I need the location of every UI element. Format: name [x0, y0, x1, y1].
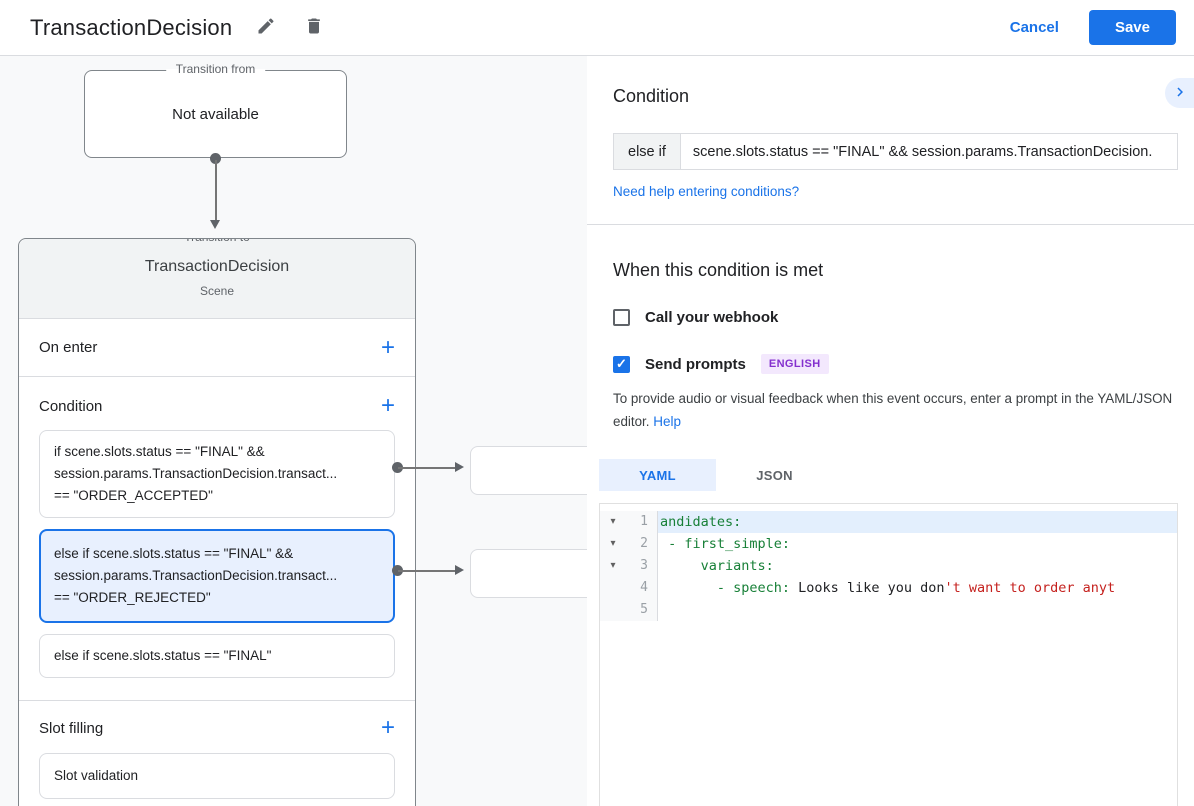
- condition-card-final[interactable]: else if scene.slots.status == "FINAL": [39, 634, 395, 678]
- code-line[interactable]: variants:: [660, 558, 774, 575]
- collapse-panel-button[interactable]: [1165, 78, 1194, 108]
- condition-line: else if scene.slots.status == "FINAL" &&: [54, 546, 294, 561]
- condition-card-rejected[interactable]: else if scene.slots.status == "FINAL" &&…: [39, 529, 395, 623]
- chevron-right-icon: [1171, 83, 1189, 104]
- fold-spacer: [600, 599, 626, 622]
- condition-section-label: Condition: [39, 397, 103, 415]
- code-line[interactable]: - first_simple:: [660, 536, 791, 553]
- webhook-row: Call your webhook: [613, 309, 1178, 326]
- call-webhook-label: Call your webhook: [645, 309, 779, 326]
- edit-title-button[interactable]: [252, 14, 280, 42]
- connector-dot: [392, 565, 403, 576]
- condition-help-link[interactable]: Need help entering conditions?: [613, 184, 800, 199]
- send-prompts-label: Send prompts: [645, 355, 746, 373]
- condition-card-accepted[interactable]: if scene.slots.status == "FINAL" && sess…: [39, 430, 395, 518]
- condition-line: == "ORDER_REJECTED": [54, 590, 211, 605]
- slot-filling-label: Slot filling: [39, 719, 104, 737]
- top-bar: TransactionDecision Cancel Save: [0, 0, 1194, 56]
- panel-title: Condition: [613, 86, 690, 106]
- fold-toggle[interactable]: ▾: [600, 555, 626, 578]
- fold-spacer: [600, 577, 626, 600]
- editor-format-tabs: YAML JSON: [599, 459, 1178, 492]
- transition-target-box[interactable]: [470, 446, 587, 495]
- when-condition-title: When this condition is met: [613, 260, 824, 280]
- prompts-description-text: To provide audio or visual feedback when…: [613, 391, 1173, 430]
- send-prompts-row: ✓ Send prompts ENGLISH: [613, 354, 1178, 374]
- add-on-enter-button[interactable]: +: [381, 335, 395, 359]
- condition-line: == "ORDER_ACCEPTED": [54, 488, 213, 503]
- scene-header: TransactionDecision Scene: [19, 239, 415, 319]
- line-number: 1: [626, 511, 658, 534]
- scene-diagram-panel: Transition from Not available Transition…: [0, 56, 587, 806]
- page-title: TransactionDecision: [30, 14, 233, 40]
- help-link[interactable]: Help: [653, 414, 681, 430]
- code-line[interactable]: andidates:: [658, 511, 1177, 534]
- scene-name: TransactionDecision: [144, 258, 290, 275]
- code-line[interactable]: [658, 599, 1177, 621]
- add-icon: +: [380, 392, 395, 419]
- editor-line: 4 - speech: Looks like you don't want to…: [600, 577, 1177, 600]
- fold-icon: ▾: [610, 516, 616, 528]
- checkmark-icon: ✓: [616, 356, 627, 371]
- code-line[interactable]: - speech: Looks like you don't want to o…: [660, 580, 1116, 597]
- condition-prefix-label: else if: [614, 134, 681, 169]
- add-icon: +: [380, 714, 395, 741]
- transition-to-box: Transition to TransactionDecision Scene …: [18, 238, 416, 806]
- save-button[interactable]: Save: [1088, 10, 1176, 45]
- fold-toggle[interactable]: ▾: [600, 511, 626, 534]
- tab-yaml[interactable]: YAML: [599, 459, 716, 492]
- tab-json[interactable]: JSON: [756, 467, 793, 483]
- call-webhook-checkbox[interactable]: [613, 309, 630, 326]
- connector-line: [398, 466, 456, 469]
- add-slot-button[interactable]: +: [381, 716, 395, 740]
- line-number: 3: [626, 555, 658, 578]
- panel-divider: [587, 224, 1194, 225]
- transition-to-label: Transition to: [174, 239, 260, 244]
- arrow-right-icon: [455, 565, 464, 575]
- on-enter-section: On enter +: [19, 319, 415, 377]
- transition-from-content: Not available: [172, 105, 259, 123]
- condition-expression-input[interactable]: [680, 134, 1177, 169]
- line-number: 2: [626, 533, 658, 556]
- condition-line: session.params.TransactionDecision.trans…: [54, 466, 338, 481]
- on-enter-label: On enter: [39, 339, 98, 356]
- transition-from-label: Transition from: [165, 62, 266, 76]
- fold-icon: ▾: [610, 560, 616, 572]
- transition-from-box: Transition from Not available: [84, 62, 347, 158]
- arrow-down-icon: [210, 220, 220, 229]
- connector-line: [214, 160, 217, 220]
- line-number: 4: [626, 577, 658, 600]
- connector-dot: [392, 462, 403, 473]
- condition-line: session.params.TransactionDecision.trans…: [54, 568, 338, 583]
- condition-editor-panel: Condition else if Need help entering con…: [587, 56, 1194, 806]
- add-condition-button[interactable]: +: [381, 394, 395, 418]
- editor-line: ▾ 2 - first_simple:: [600, 533, 1177, 556]
- trash-icon: [304, 16, 324, 39]
- condition-line: if scene.slots.status == "FINAL" &&: [54, 444, 265, 459]
- delete-scene-button[interactable]: [300, 14, 328, 42]
- arrow-right-icon: [455, 462, 464, 472]
- prompts-description: To provide audio or visual feedback when…: [613, 387, 1178, 434]
- line-number: 5: [626, 599, 658, 622]
- editor-line: 5: [600, 599, 1177, 622]
- language-badge: ENGLISH: [760, 354, 829, 374]
- transition-target-box[interactable]: [470, 549, 587, 598]
- slot-validation-card[interactable]: Slot validation: [39, 753, 395, 799]
- add-icon: +: [380, 333, 395, 361]
- condition-line: else if scene.slots.status == "FINAL": [54, 648, 272, 663]
- pencil-icon: [256, 16, 276, 39]
- editor-line: ▾ 3 variants:: [600, 555, 1177, 578]
- condition-section: Condition + if scene.slots.status == "FI…: [19, 377, 415, 701]
- send-prompts-checkbox[interactable]: ✓: [613, 355, 630, 373]
- editor-line: ▾ 1 andidates:: [600, 511, 1177, 534]
- fold-icon: ▾: [610, 538, 616, 550]
- fold-toggle[interactable]: ▾: [600, 533, 626, 556]
- connector-dot: [210, 153, 221, 164]
- scene-type: Scene: [199, 284, 235, 298]
- cancel-button[interactable]: Cancel: [1009, 19, 1059, 36]
- yaml-code-editor[interactable]: ▾ 1 andidates: ▾ 2 - first_simple: ▾ 3 v…: [599, 503, 1178, 806]
- condition-input-group: else if: [613, 133, 1178, 170]
- connector-line: [398, 569, 456, 572]
- slot-filling-section: Slot filling + Slot validation: [19, 701, 415, 806]
